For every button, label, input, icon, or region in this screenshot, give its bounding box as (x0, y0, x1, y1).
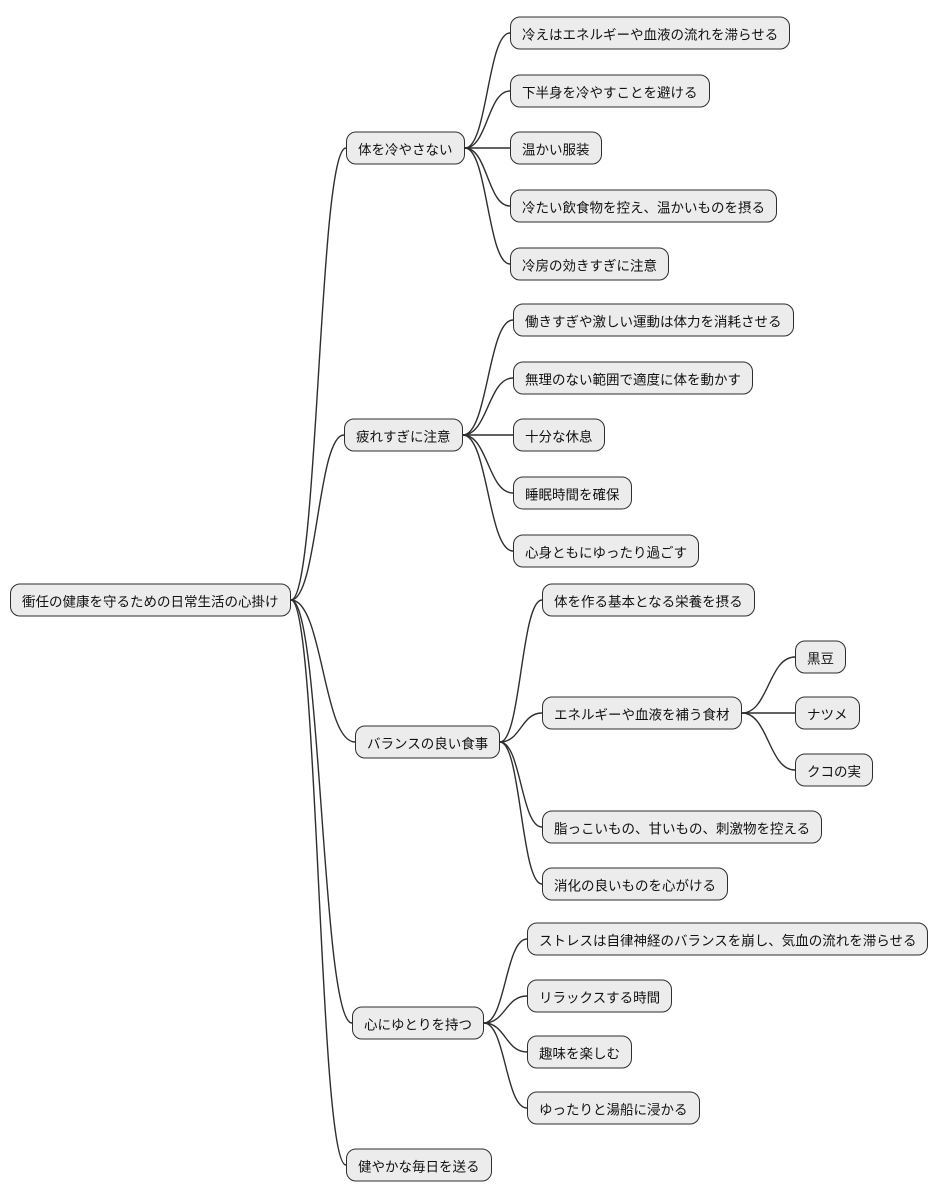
edge-keep-warm-avoid-cold-food (464, 147, 511, 207)
mindmap-node-tonic-foods: エネルギーや血液を補う食材 (542, 696, 742, 730)
mindmap-node-jujube: ナツメ (795, 696, 860, 730)
mindmap-node-basic-nutrition: 体を作る基本となる栄養を摂る (542, 583, 755, 617)
mindmap-node-mental-ease: 心にゆとりを持つ (352, 1006, 484, 1040)
edge-avoid-overfatigue-relax-mind-body (462, 434, 514, 552)
mindmap-node-secure-sleep: 睡眠時間を確保 (513, 476, 632, 510)
mindmap-node-root: 衝任の健康を守るための日常生活の心掛け (10, 583, 291, 617)
edge-tonic-foods-black-beans (741, 656, 796, 714)
mindmap-node-relax-mind-body: 心身ともにゆったり過ごす (513, 534, 700, 568)
mindmap-node-beware-aircon: 冷房の効きすぎに注意 (510, 247, 669, 281)
mindmap-node-enjoy-hobbies: 趣味を楽しむ (527, 1035, 632, 1069)
mindmap-node-relax-time: リラックスする時間 (527, 979, 673, 1013)
edge-root-keep-warm (290, 147, 347, 601)
edge-root-mental-ease (290, 599, 353, 1024)
edge-tonic-foods-goji-berries (741, 712, 796, 771)
edge-root-avoid-overfatigue (290, 434, 345, 601)
edge-balanced-diet-basic-nutrition (499, 599, 543, 743)
mindmap-node-moderate-exercise: 無理のない範囲で適度に体を動かす (513, 361, 753, 395)
edge-keep-warm-avoid-cooling-lower-body (464, 90, 511, 149)
edge-balanced-diet-avoid-greasy-sweet-spicy (499, 741, 543, 828)
mindmap-node-stress-disrupts: ストレスは自律神経のバランスを崩し、気血の流れを滞らせる (527, 922, 929, 956)
mindmap-node-avoid-overfatigue: 疲れすぎに注意 (344, 418, 463, 452)
mindmap-node-enough-rest: 十分な休息 (513, 418, 605, 452)
mindmap-node-soak-in-bath: ゆったりと湯船に浸かる (527, 1091, 700, 1125)
edge-balanced-diet-tonic-foods (499, 712, 543, 743)
edge-mental-ease-soak-in-bath (483, 1022, 528, 1109)
edge-avoid-overfatigue-secure-sleep (462, 434, 514, 494)
mindmap-node-overwork-drains: 働きすぎや激しい運動は体力を消耗させる (513, 303, 794, 337)
mindmap-node-cold-stagnates: 冷えはエネルギーや血液の流れを滞らせる (510, 16, 791, 50)
mindmap-node-goji-berries: クコの実 (795, 753, 873, 787)
edge-avoid-overfatigue-overwork-drains (462, 319, 514, 436)
mindmap-node-avoid-greasy-sweet-spicy: 脂っこいもの、甘いもの、刺激物を控える (542, 810, 823, 844)
edge-keep-warm-cold-stagnates (464, 32, 511, 149)
mindmap-node-easy-to-digest: 消化の良いものを心がける (542, 867, 728, 901)
mindmap-node-healthy-days: 健やかな毎日を送る (346, 1148, 492, 1182)
edge-mental-ease-enjoy-hobbies (483, 1022, 528, 1053)
edge-keep-warm-beware-aircon (464, 147, 511, 265)
edge-avoid-overfatigue-moderate-exercise (462, 377, 514, 436)
edge-root-balanced-diet (290, 599, 356, 743)
mindmap-node-warm-clothing: 温かい服装 (510, 131, 602, 165)
mindmap-node-balanced-diet: バランスの良い食事 (355, 725, 501, 759)
edge-root-healthy-days (290, 599, 347, 1166)
mindmap-node-keep-warm: 体を冷やさない (346, 131, 465, 165)
mindmap-node-avoid-cold-food: 冷たい飲食物を控え、温かいものを摂る (510, 189, 777, 223)
mindmap-node-black-beans: 黒豆 (795, 640, 846, 674)
edge-balanced-diet-easy-to-digest (499, 741, 543, 885)
mindmap-node-avoid-cooling-lower-body: 下半身を冷やすことを避ける (510, 74, 710, 108)
edge-mental-ease-stress-disrupts (483, 938, 528, 1024)
edge-mental-ease-relax-time (483, 995, 528, 1024)
